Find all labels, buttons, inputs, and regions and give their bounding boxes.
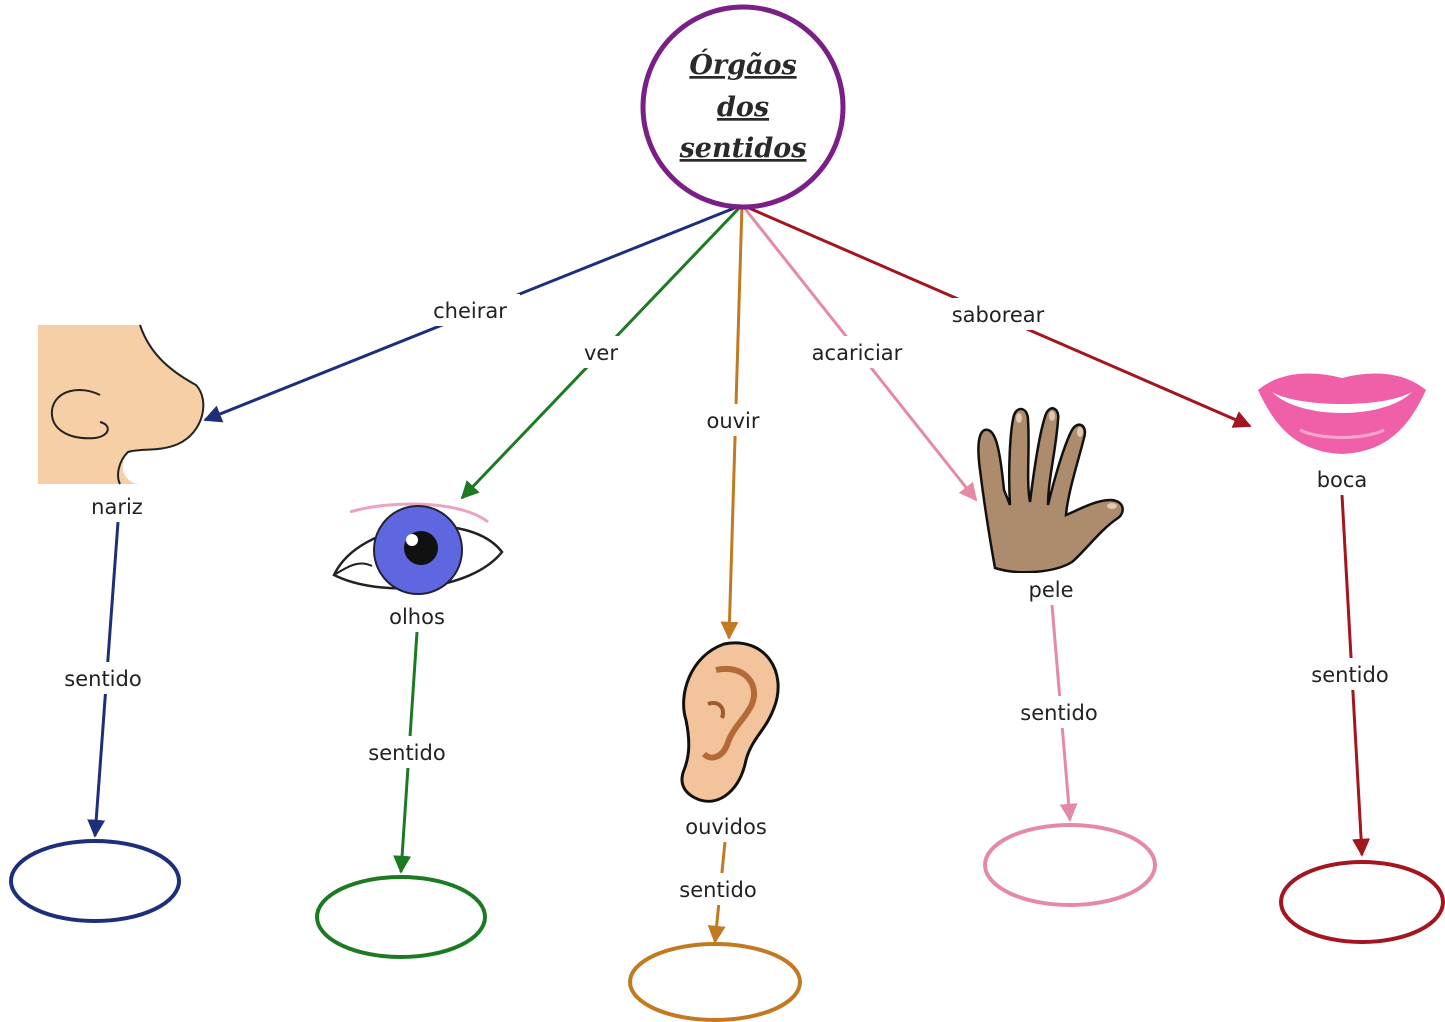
sense-label-pele: sentido: [1020, 701, 1097, 725]
verb-label-cheirar: cheirar: [433, 299, 507, 323]
answer-ellipse-ouvidos[interactable]: [630, 944, 800, 1020]
title-line-1: Órgãos: [689, 47, 796, 81]
title-line-2: dos: [717, 92, 769, 123]
verb-label-ver: ver: [584, 341, 618, 365]
organ-label-nariz: nariz: [91, 495, 143, 519]
lips-icon: [1258, 374, 1426, 454]
eye-icon: [334, 504, 502, 594]
answer-ellipse-olhos[interactable]: [317, 877, 485, 957]
verb-label-saborear: saborear: [952, 303, 1045, 327]
hand-icon: [978, 408, 1122, 572]
organ-label-ouvidos: ouvidos: [685, 815, 767, 839]
verb-label-acariciar: acariciar: [812, 341, 903, 365]
organ-label-olhos: olhos: [389, 605, 445, 629]
organ-label-pele: pele: [1028, 578, 1073, 602]
sense-label-ouvidos: sentido: [679, 878, 756, 902]
sense-label-nariz: sentido: [64, 667, 141, 691]
sense-label-boca: sentido: [1311, 663, 1388, 687]
nose-icon: [38, 325, 203, 484]
ear-icon: [682, 643, 778, 801]
organ-label-boca: boca: [1317, 468, 1368, 492]
title-line-3: sentidos: [679, 133, 807, 164]
title-node: Órgãos dos sentidos: [643, 7, 843, 207]
answer-ellipse-nariz[interactable]: [11, 841, 179, 921]
answer-ellipses: [11, 825, 1443, 1020]
answer-ellipse-pele[interactable]: [985, 825, 1155, 905]
sense-label-olhos: sentido: [368, 741, 445, 765]
answer-ellipse-boca[interactable]: [1281, 862, 1443, 942]
verb-label-ouvir: ouvir: [706, 409, 759, 433]
